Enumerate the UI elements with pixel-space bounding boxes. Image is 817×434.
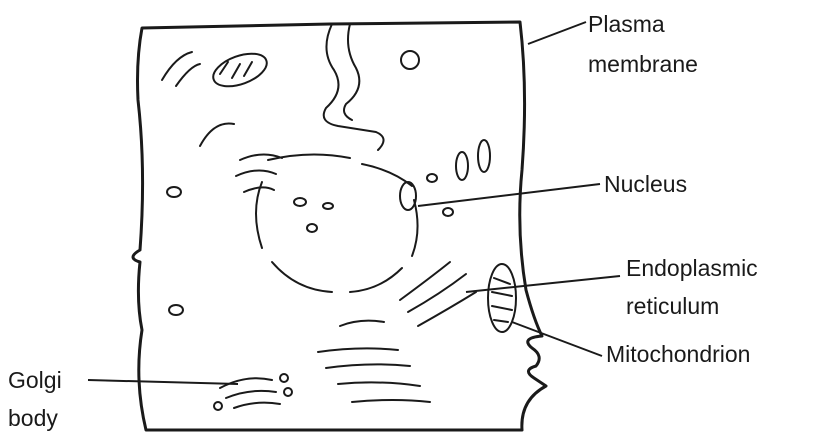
vesicles [162,51,490,315]
golgi-body [214,374,292,410]
nucleus [256,154,418,292]
rough-endoplasmic-reticulum [318,262,476,402]
er-upper [200,123,282,192]
label-mitochondrion: Mitochondrion [606,341,750,367]
label-golgi: Golgi [8,367,62,393]
leader-mitochondrion [512,322,602,356]
leader-plasma-membrane [528,22,586,44]
label-reticulum: reticulum [626,293,719,319]
label-endoplasmic: Endoplasmic [626,255,758,281]
cytoplasm-channel [324,24,384,150]
label-body: body [8,405,58,431]
label-nucleus: Nucleus [604,171,687,197]
leader-golgi-body [88,380,238,384]
label-membrane: membrane [588,51,698,77]
mitochondrion-right [488,264,516,332]
plasma-membrane [133,22,546,430]
label-plasma: Plasma [588,11,665,37]
mitochondrion-top [209,47,271,92]
leader-nucleus [418,184,600,206]
